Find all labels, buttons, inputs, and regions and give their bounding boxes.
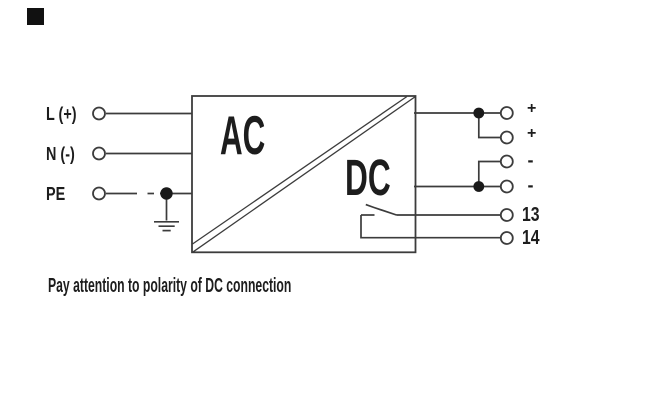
label-14: 14 (522, 227, 540, 249)
terminal-minus-2 (499, 179, 514, 194)
minus-junction-dot (473, 181, 485, 192)
terminal-13 (499, 208, 514, 222)
label-minus-1: - (527, 150, 534, 170)
pe-junction-dot (160, 187, 173, 200)
label-minus-2: - (527, 175, 534, 195)
label-13: 13 (522, 203, 540, 226)
label-pe: PE (46, 184, 66, 204)
wire-minus-1 (477, 160, 500, 187)
terminal-n (92, 146, 106, 161)
wire-plus-2 (477, 113, 500, 139)
corner-mark (27, 8, 44, 25)
polarity-note: Pay attention to polarity of DC connecti… (48, 275, 292, 297)
diagonal-line-1 (192, 96, 416, 253)
terminal-l (92, 106, 106, 121)
label-n: N (-) (46, 144, 75, 164)
terminal-pe (92, 186, 106, 201)
terminal-14 (499, 231, 514, 245)
label-ac: AC (220, 104, 266, 166)
contact-blade (365, 203, 397, 216)
label-l: L (+) (46, 104, 77, 124)
label-plus-1: + (527, 100, 537, 117)
contact-return-path (360, 215, 500, 239)
label-plus-2: + (527, 125, 537, 142)
terminal-plus-1 (499, 106, 514, 120)
converter-box (191, 95, 417, 254)
diagonal-line-2 (192, 96, 408, 245)
terminal-plus-2 (499, 130, 514, 145)
plus-junction-dot (473, 107, 485, 119)
label-dc: DC (345, 149, 391, 206)
terminal-minus-1 (499, 154, 514, 169)
